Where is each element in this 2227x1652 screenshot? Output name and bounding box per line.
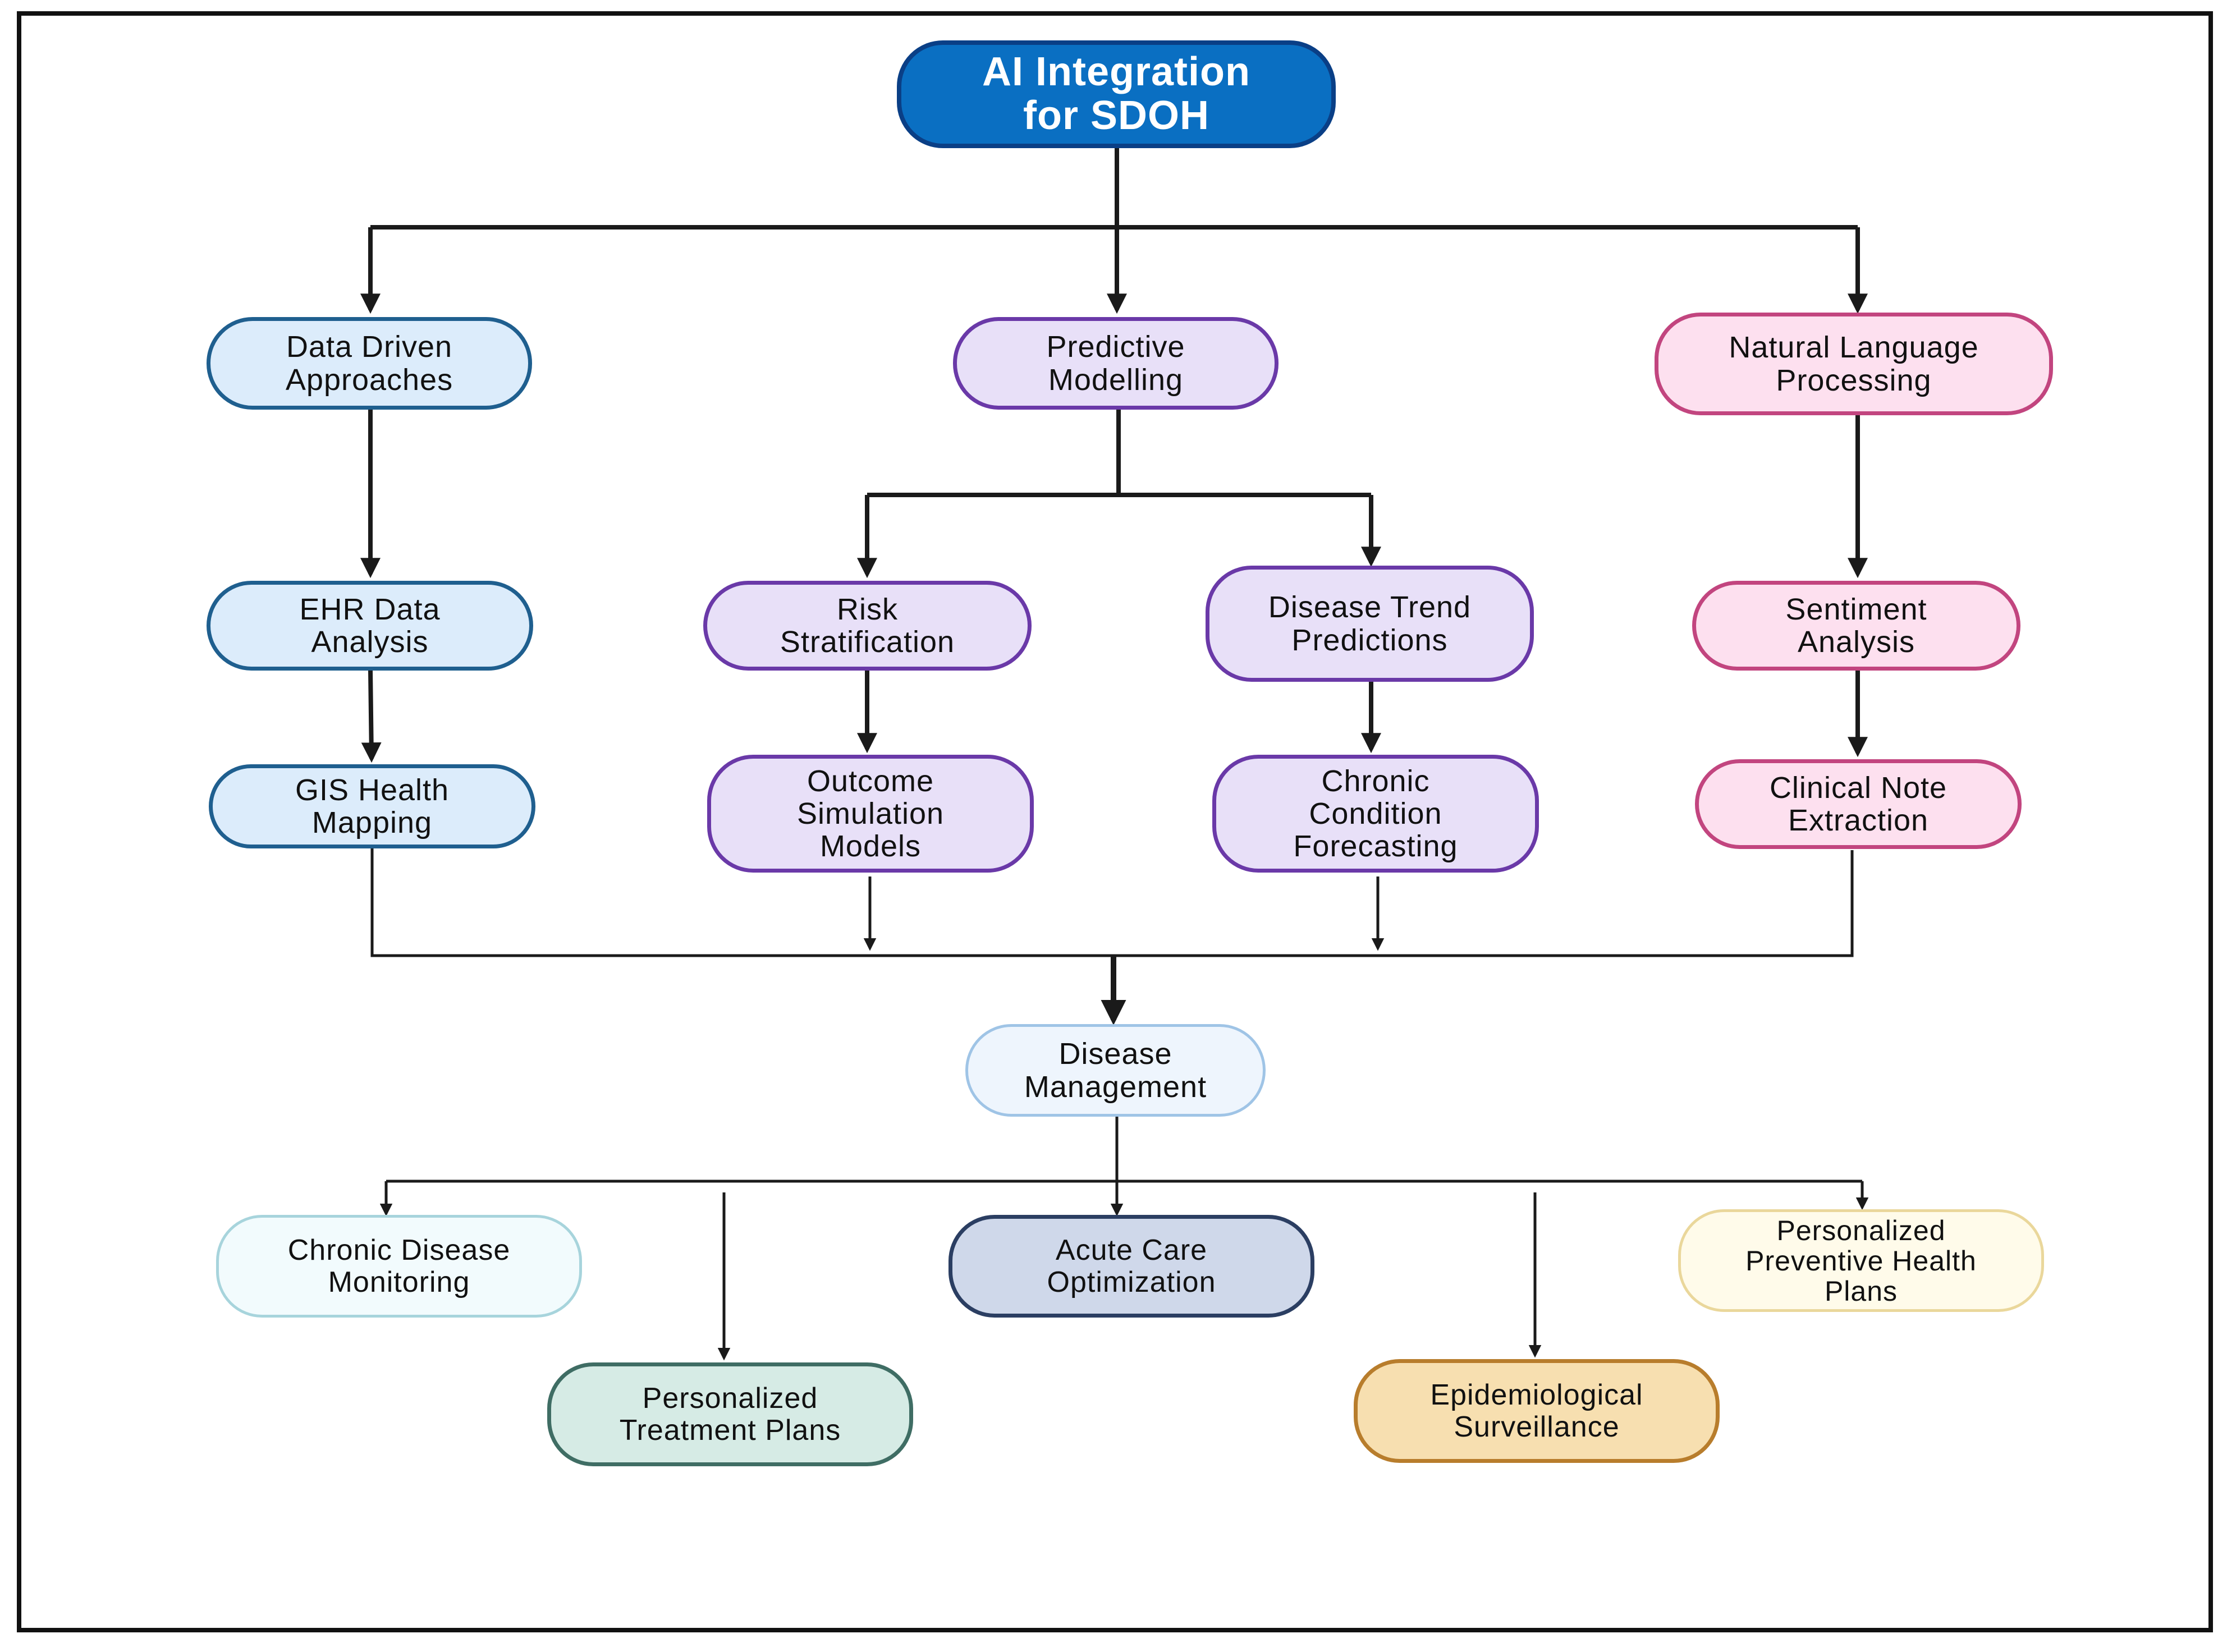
node-predictive-modelling: Predictive Modelling <box>953 317 1279 410</box>
node-outcome-simulation-models: Outcome Simulation Models <box>707 755 1034 873</box>
node-epidemiological-surveillance: Epidemiological Surveillance <box>1354 1359 1720 1463</box>
node-acute-care-optimization: Acute Care Optimization <box>948 1215 1314 1318</box>
node-gis-health-mapping: GIS Health Mapping <box>209 764 535 848</box>
diagram-frame <box>17 11 2213 1632</box>
node-personalized-preventive-health-plans: Personalized Preventive Health Plans <box>1678 1209 2044 1312</box>
node-chronic-disease-monitoring: Chronic Disease Monitoring <box>216 1215 582 1318</box>
connector-gis-to-bus <box>370 848 1854 957</box>
node-personalized-treatment-plans: Personalized Treatment Plans <box>547 1362 913 1466</box>
node-risk-stratification: Risk Stratification <box>703 581 1032 671</box>
node-disease-trend-predictions: Disease Trend Predictions <box>1206 566 1534 682</box>
root-node: AI Integration for SDOH <box>897 40 1336 148</box>
node-sentiment-analysis: Sentiment Analysis <box>1692 581 2020 671</box>
node-natural-language-processing: Natural Language Processing <box>1655 313 2053 415</box>
node-data-driven-approaches: Data Driven Approaches <box>207 317 532 410</box>
node-clinical-note-extraction: Clinical Note Extraction <box>1695 759 2022 849</box>
node-disease-management: Disease Management <box>965 1024 1266 1117</box>
node-ehr-data-analysis: EHR Data Analysis <box>207 581 533 671</box>
node-chronic-condition-forecasting: Chronic Condition Forecasting <box>1212 755 1539 873</box>
connector-ehr-gis <box>361 670 382 763</box>
